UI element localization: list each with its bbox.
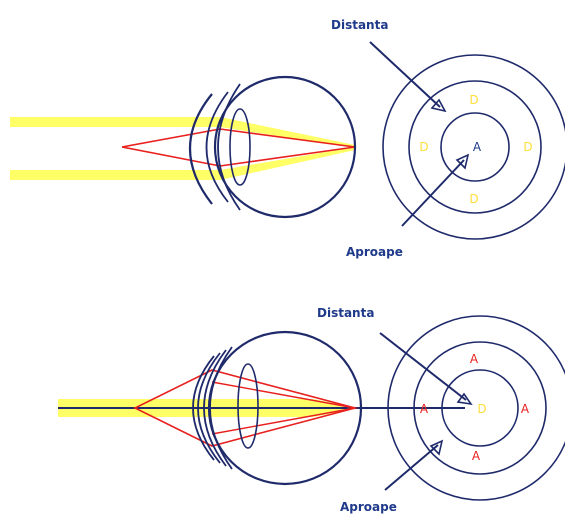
bottom-ring-letter-bottom: A [472,449,481,463]
top-center-letter: A [473,140,482,154]
top-cornea-inner [217,83,241,211]
bottom-ring-inner [441,369,519,447]
top-crystalline-lens [229,108,251,186]
bottom-near-arrowhead [429,439,444,456]
top-light-converge-upper [220,117,355,148]
top-corrective-lens [188,93,213,205]
bottom-near-label: Aproape [340,500,397,514]
top-light-beam-lower [10,170,220,180]
bottom-far-arrowhead [456,392,473,406]
top-panel: D D D D A Distanta Aproape [10,18,565,259]
top-light-converge-lower [220,147,355,180]
bottom-ring-letter-top: A [470,352,479,366]
top-ring-letter-bottom: D [469,192,478,206]
top-ring-letter-top: D [469,93,478,107]
bottom-red-ray-upper-inner [211,381,356,409]
top-far-arrowhead [430,98,447,113]
bottom-ring-middle [413,341,547,475]
top-ring-outer [382,54,565,240]
bottom-cornea-1 [203,349,227,467]
top-near-label: Aproape [346,245,403,259]
bottom-panel: A A A A D Distanta Aproape [58,306,565,514]
bottom-center-letter: D [477,402,486,416]
bottom-eyeball [207,330,363,486]
top-far-arrow [369,41,441,108]
bottom-cornea-3 [192,355,215,461]
top-ring-middle [408,80,542,214]
top-near-arrow [401,159,465,227]
bottom-cornea-4 [209,346,233,470]
bottom-crystalline-lens [237,363,259,449]
top-eyeball [213,75,357,219]
bottom-ring-outer [387,315,565,501]
top-near-arrowhead [455,153,470,170]
bottom-far-label: Distanta [317,306,374,320]
bottom-near-arrow [384,444,439,491]
top-ring-inner [440,112,510,182]
bottom-ring-letter-right: A [521,402,530,416]
top-far-label: Distanta [331,18,388,32]
top-ring-letter-right: D [523,140,532,154]
top-ring-letter-left: D [419,140,428,154]
bottom-cornea-2 [197,352,221,464]
top-cornea-outer [205,91,229,203]
bottom-red-ray-lower-inner [211,407,356,435]
top-light-beam-upper [10,117,220,127]
bottom-ring-letter-left: A [420,402,429,416]
bottom-far-arrow [379,332,467,401]
